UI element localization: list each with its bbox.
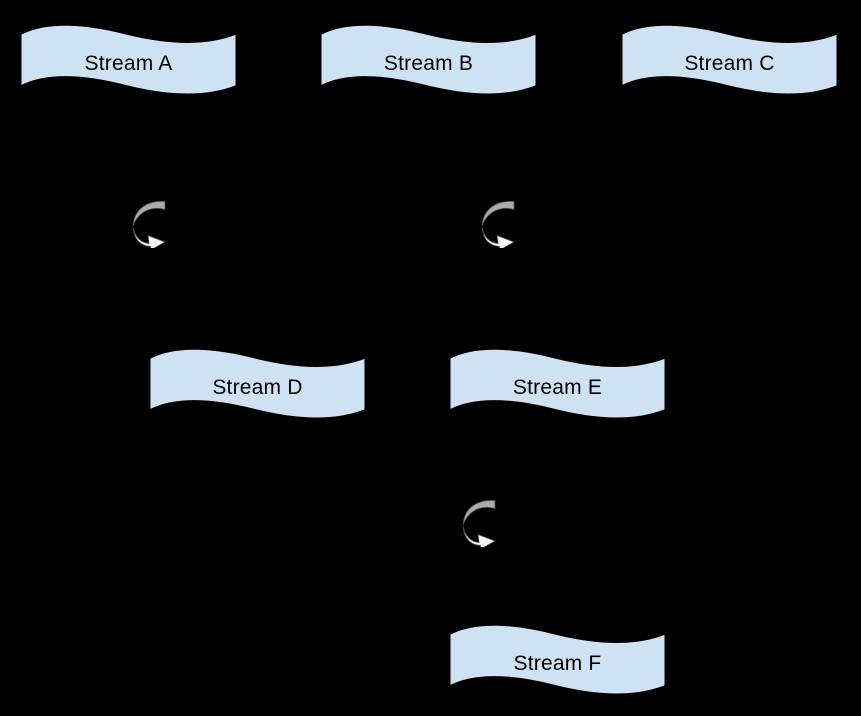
node-stream-d: Stream D [148, 346, 367, 422]
wave-shape [448, 347, 667, 420]
node-stream-f: Stream F [448, 622, 667, 698]
node-label: Stream A [84, 52, 173, 75]
loop-arrow-icon [132, 200, 168, 248]
node-label: Stream B [383, 52, 474, 75]
node-label: Stream D [212, 376, 303, 399]
node-stream-a: Stream A [19, 22, 238, 98]
node-label: Stream F [513, 652, 602, 675]
node-stream-e: Stream E [448, 346, 667, 422]
node-stream-b: Stream B [319, 22, 538, 98]
wave-shape [148, 347, 367, 420]
node-label: Stream C [684, 52, 775, 75]
wave-shape [19, 23, 238, 96]
wave-shape [448, 623, 667, 696]
loop-arrow-icon [462, 499, 498, 547]
wave-shape [319, 23, 538, 96]
node-label: Stream E [512, 376, 603, 399]
loop-arrow-icon [481, 200, 517, 248]
node-stream-c: Stream C [620, 22, 839, 98]
wave-shape [620, 23, 839, 96]
